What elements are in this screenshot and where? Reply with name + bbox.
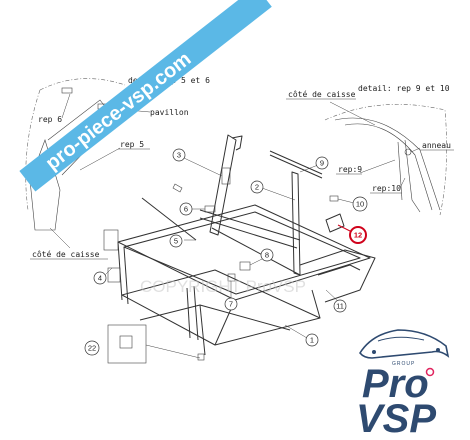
callout-8: 8 <box>260 248 274 262</box>
roof-curve <box>334 117 441 211</box>
leader-cote-left <box>49 227 71 249</box>
svg-text:8: 8 <box>265 251 269 260</box>
callout-5: 5 <box>169 234 183 248</box>
site-banner: pro-piece-vsp.com <box>19 0 272 192</box>
leader-22 <box>145 344 201 359</box>
frame-top-outline <box>117 204 371 301</box>
logo-accent-ring <box>425 367 435 377</box>
cote-caisse-right-label: côté de caisse <box>288 89 356 99</box>
callout-11: 11 <box>333 299 347 313</box>
inset-22 <box>107 324 205 364</box>
part-22 <box>119 335 133 349</box>
roof-curve-inner <box>344 123 433 211</box>
car-icon <box>359 329 450 359</box>
callout-9: 9 <box>315 156 329 170</box>
detail-right-view: côté de caisse detail: rep 9 et 10 annea… <box>286 84 454 216</box>
svg-text:22: 22 <box>88 344 96 353</box>
anneau-label: anneau <box>422 141 451 150</box>
svg-text:3: 3 <box>177 151 181 160</box>
svg-text:11: 11 <box>336 302 344 311</box>
detail-right-title: detail: rep 9 et 10 <box>358 84 450 93</box>
svg-text:7: 7 <box>229 300 233 309</box>
part-22-target <box>197 353 205 361</box>
frame-post-right <box>311 289 321 319</box>
inset-box <box>107 324 147 364</box>
callout-7: 7 <box>224 297 238 311</box>
pillar-3-top <box>231 135 243 151</box>
detail-left-boundary <box>25 89 41 211</box>
leader-rep5 <box>79 147 121 171</box>
bolt-part <box>172 183 183 193</box>
callout-3: 3 <box>172 148 186 162</box>
logo-vsp-text: VSP <box>356 397 436 440</box>
leader-cote-right <box>329 101 376 126</box>
floor-tube <box>139 304 291 331</box>
car-headlight-right <box>436 348 440 352</box>
anneau-ring <box>404 148 412 156</box>
part-8 <box>239 261 251 271</box>
leader-rep6 <box>61 93 71 119</box>
part-10 <box>329 195 339 202</box>
callout-6: 6 <box>179 202 193 216</box>
banner-ribbon <box>19 0 272 192</box>
leader-rep9 <box>359 159 396 174</box>
rep9-label: rep:9 <box>338 165 362 174</box>
callout-22: 22 <box>84 340 100 356</box>
callout-4: 4 <box>93 271 107 285</box>
svg-text:12: 12 <box>354 231 362 240</box>
right-pillar <box>404 139 421 213</box>
rod-5 <box>141 197 197 241</box>
front-bracket <box>103 229 119 251</box>
svg-text:1: 1 <box>310 336 314 345</box>
copyright-watermark: COPYRIGHT ProVSP <box>140 277 306 296</box>
diagonal-brace <box>211 227 301 276</box>
provsp-logo: GROUP Pro VSP <box>356 329 450 440</box>
callout-1: 1 <box>305 333 319 347</box>
frame-post-front-left-2 <box>123 246 129 305</box>
logo-pro-text: Pro <box>362 362 429 406</box>
cross-brace <box>199 209 301 241</box>
pillar-3 <box>209 134 237 236</box>
svg-text:10: 10 <box>356 200 364 209</box>
callout-10: 10 <box>352 196 368 212</box>
callout-leaders <box>104 157 355 339</box>
front-bracket-2 <box>107 267 121 283</box>
svg-text:9: 9 <box>320 159 324 168</box>
bar-9 <box>269 154 323 179</box>
svg-text:6: 6 <box>184 205 188 214</box>
svg-text:2: 2 <box>255 183 259 192</box>
rep6-label: rep 6 <box>38 115 62 124</box>
logo-group-text: GROUP <box>392 361 415 367</box>
callout-12-highlighted: 12 <box>349 226 367 244</box>
callout-2: 2 <box>250 180 264 194</box>
svg-text:5: 5 <box>174 237 178 246</box>
rep10-label: rep:10 <box>372 184 401 193</box>
floor-strut <box>199 304 206 356</box>
roll-bar <box>141 134 345 282</box>
car-windshield <box>377 336 425 342</box>
bracket-rep6 <box>61 87 73 94</box>
frame-right-ext-inner <box>317 264 361 276</box>
leader-rep10 <box>399 177 406 189</box>
part-7 <box>227 273 236 282</box>
svg-text:4: 4 <box>98 274 102 283</box>
cote-caisse-left-label: côté de caisse <box>32 249 100 259</box>
frame-post-mid-2 <box>186 287 191 339</box>
pavillon-label: pavillon <box>150 108 189 117</box>
frame-right-ext <box>299 249 376 303</box>
rep5-label: rep 5 <box>120 140 144 149</box>
leader-anneau <box>410 147 421 153</box>
frame-post-mid <box>193 285 199 341</box>
part-12 <box>325 213 345 233</box>
bar-9-b <box>269 150 323 175</box>
car-headlight-left <box>372 350 376 354</box>
cross-brace-b <box>199 217 298 249</box>
detail-left-boundary-top <box>39 78 126 91</box>
right-pillar-2 <box>397 141 403 201</box>
